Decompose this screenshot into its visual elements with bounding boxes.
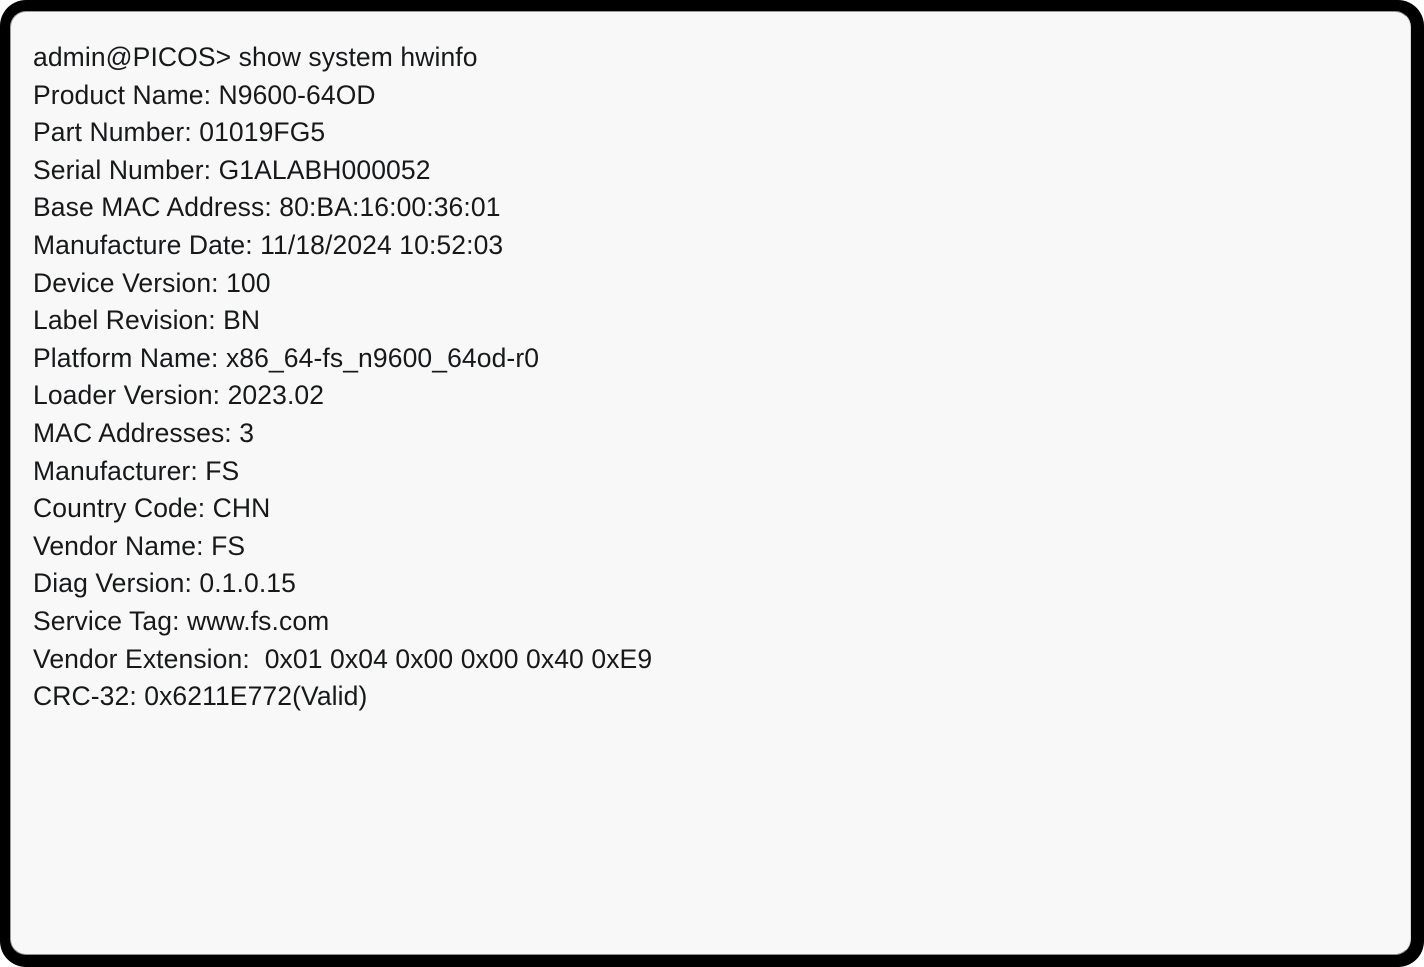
console-line-service-tag: Service Tag: www.fs.com bbox=[33, 605, 330, 636]
terminal-screen[interactable]: admin@PICOS> show system hwinfo Product … bbox=[10, 11, 1411, 955]
console-line-loader-version: Loader Version: 2023.02 bbox=[33, 380, 325, 411]
console-line-product-name: Product Name: N9600-64OD bbox=[33, 79, 376, 110]
console-line-crc-32: CRC-32: 0x6211E772(Valid) bbox=[33, 681, 368, 712]
console-line-mac-addresses: MAC Addresses: 3 bbox=[33, 417, 255, 448]
console-line-part-number: Part Number: 01019FG5 bbox=[33, 117, 326, 148]
console-line-manufacture-date: Manufacture Date: 11/18/2024 10:52:03 bbox=[33, 229, 504, 260]
console-line-vendor-extension: Vendor Extension: 0x01 0x04 0x00 0x00 0x… bbox=[33, 643, 653, 674]
console-output: admin@PICOS> show system hwinfo Product … bbox=[33, 39, 1410, 716]
console-line-device-version: Device Version: 100 bbox=[33, 267, 271, 298]
console-line-vendor-name: Vendor Name: FS bbox=[33, 530, 246, 561]
console-line-diag-version: Diag Version: 0.1.0.15 bbox=[33, 568, 296, 599]
console-line-base-mac-address: Base MAC Address: 80:BA:16:00:36:01 bbox=[33, 192, 501, 223]
console-line-label-revision: Label Revision: BN bbox=[33, 305, 261, 336]
console-line-country-code: Country Code: CHN bbox=[33, 493, 271, 524]
console-line-platform-name: Platform Name: x86_64-fs_n9600_64od-r0 bbox=[33, 342, 540, 373]
console-line-command: admin@PICOS> show system hwinfo bbox=[33, 42, 478, 72]
console-line-manufacturer: Manufacturer: FS bbox=[33, 455, 240, 486]
console-line-serial-number: Serial Number: G1ALABH000052 bbox=[33, 154, 431, 185]
